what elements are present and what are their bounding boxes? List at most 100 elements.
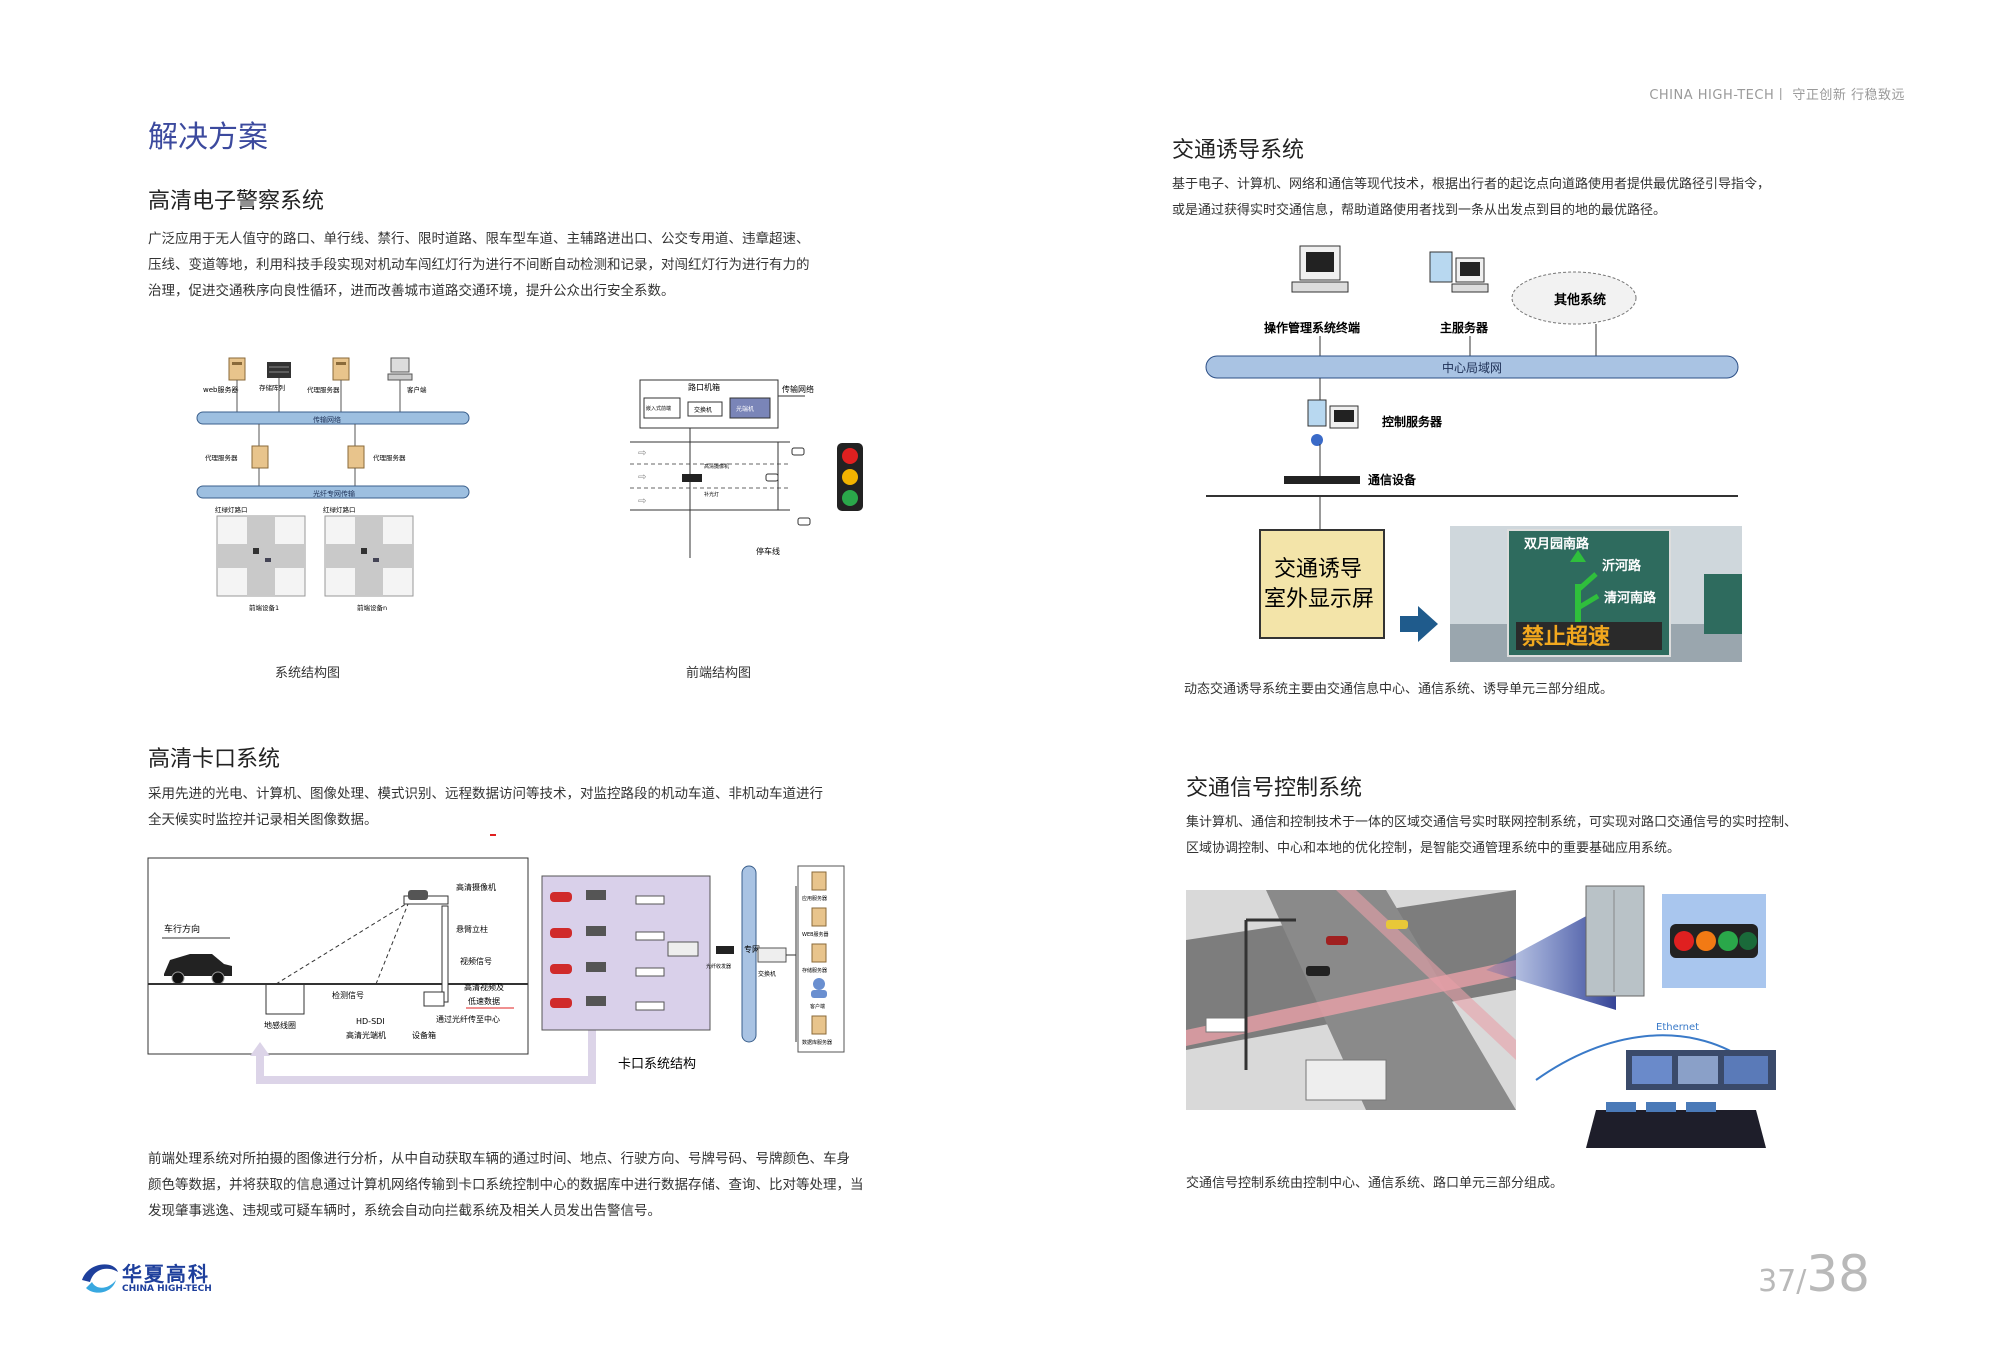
user-icon: [811, 978, 827, 998]
label-driving-direction: 车行方向: [164, 923, 200, 935]
control-console: [1586, 1110, 1766, 1148]
label-control-server: 控制服务器: [1382, 414, 1443, 429]
signal-beam: [1486, 900, 1616, 1010]
checkpoint-system-analysis: 前端处理系统对所拍摄的图像进行分析，从中自动获取车辆的通过时间、地点、行驶方向、…: [148, 1146, 938, 1224]
paragraph-line: 基于电子、计算机、网络和通信等现代技术，根据出行者的起讫点向道路使用者提供最优路…: [1172, 177, 1771, 192]
label-switch: 交换机: [694, 406, 712, 414]
switch-icon: [667, 941, 699, 957]
signal-system-description: 集计算机、通信和控制技术于一体的区域交通信号实时联网控制系统，可实现对路口交通信…: [1186, 810, 1946, 862]
label-private-net: 专网: [744, 944, 760, 954]
label-front-device-1: 前端设备1: [249, 603, 279, 612]
car-icon: [550, 964, 572, 974]
label-intersection-2: 红绿灯路口: [323, 505, 356, 514]
label-ethernet: Ethernet: [1656, 1022, 1699, 1033]
screen-line-2: 室外显示屏: [1264, 587, 1374, 612]
label-ground-loop: 地感线圈: [264, 1020, 296, 1030]
computer-icon: [387, 357, 413, 381]
page-next: 38: [1806, 1245, 1870, 1303]
label-terminal: 操作管理系统终端: [1264, 320, 1360, 335]
label-proxy-server: 代理服务器: [307, 385, 340, 394]
label-transmission-network: 传输网络: [313, 415, 341, 424]
transmission-network-pipe: [196, 411, 470, 425]
label-detection-signal: 检测信号: [332, 990, 364, 1000]
cloud-icon: [1511, 271, 1637, 325]
paragraph-line: 区域协调控制、中心和本地的优化控制，是智能交通管理系统中的重要基础应用系统。: [1186, 841, 1681, 856]
brand-tagline: CHINA HIGH-TECH丨 守正创新 行稳致远: [1649, 88, 1905, 103]
car-icon: [1306, 966, 1330, 976]
label-equipment-box: 设备箱: [412, 1030, 436, 1040]
sign-bottom-road: 清河南路: [1604, 590, 1657, 606]
label-hd-sdi: HD-SDI: [356, 1017, 385, 1026]
label-low-speed-data: 低速数据: [468, 996, 500, 1006]
car-icon: [1326, 936, 1348, 945]
logo-mark-icon: [82, 1264, 118, 1293]
page-number: 37/38: [1758, 1245, 1870, 1303]
company-logo: 华夏高科 CHINA HIGH-TECH: [78, 1258, 278, 1298]
car-icon: [765, 473, 779, 482]
label-main-server: 主服务器: [1440, 320, 1489, 335]
label-fiber-network: 光纤专网传输: [313, 489, 355, 498]
signal-control-illustration: Ethernet: [1186, 885, 1776, 1148]
label-optical: 光端机: [736, 405, 754, 413]
label-hd-video: 高清视频及: [464, 982, 504, 992]
camera-icon: [408, 890, 428, 900]
police-system-description: 广泛应用于无人值守的路口、单行线、禁行、限时道路、限车型车道、主辅路进出口、公交…: [148, 226, 928, 304]
intersection-diagram: [324, 515, 414, 597]
server-icon: [332, 357, 350, 381]
front-end-structure-diagram: 路口机箱 传输网络 嵌入式前端 交换机 光端机 ⇨ ⇨ ⇨ 高清摄像机 补光灯 …: [630, 379, 814, 558]
label-camera: 高清摄像机: [704, 463, 729, 470]
label-hd-optical: 高清光端机: [346, 1030, 386, 1040]
guidance-system-title: 交通诱导系统: [1172, 138, 1305, 163]
label-storage: 存储阵列: [259, 383, 285, 392]
server-icon: [811, 943, 827, 963]
server-icon: [251, 445, 269, 469]
label-client: 客户端: [407, 385, 427, 394]
label-proxy-2: 代理服务器: [373, 453, 406, 462]
logo-en: CHINA HIGH-TECH: [122, 1284, 212, 1294]
truck-icon: [1305, 1059, 1387, 1101]
paragraph-line: 集计算机、通信和控制技术于一体的区域交通信号实时联网控制系统，可实现对路口交通信…: [1186, 815, 1798, 830]
paragraph-line: 颜色等数据，并将获取的信息通过计算机网络传输到卡口系统控制中心的数据库中进行数据…: [148, 1177, 864, 1193]
paragraph-line: 或是通过获得实时交通信息，帮助道路使用者找到一条从出发点到目的地的最优路径。: [1172, 203, 1667, 218]
server-icon: [811, 907, 827, 927]
traffic-light-icon: [837, 443, 863, 511]
checkpoint-structure-diagram: 车行方向 高清摄像机 悬臂立柱 视频信号 检测信号 高清视频及 低速数据 地感线…: [147, 857, 845, 1084]
paragraph-line: 治理，促进交通秩序向良性循环，进而改善城市道路交通环境，提升公众出行安全系数。: [148, 283, 675, 299]
logo-cn: 华夏高科: [122, 1262, 210, 1286]
label-front-device-n: 前端设备n: [357, 603, 387, 612]
private-network-pipe: [741, 865, 757, 1043]
screen-line-1: 交通诱导: [1274, 557, 1362, 582]
label-video-signal: 视频信号: [460, 956, 492, 966]
paragraph-line: 采用先进的光电、计算机、图像处理、模式识别、远程数据访问等技术，对监控路段的机动…: [148, 786, 823, 802]
section-title: 解决方案: [148, 120, 268, 155]
paragraph-line: 前端处理系统对所拍摄的图像进行分析，从中自动获取车辆的通过时间、地点、行驶方向、…: [148, 1151, 850, 1167]
label-hd-camera: 高清摄像机: [456, 882, 496, 892]
label-via-fiber: 通过光纤传至中心: [436, 1014, 500, 1024]
paragraph-line: 发现肇事逃逸、违规或可疑车辆时，系统会自动向拦截系统及相关人员发出告警信号。: [148, 1203, 661, 1219]
server-icon: [228, 357, 246, 381]
arrow-icon: ⇨: [638, 472, 646, 483]
checkpoint-system-title: 高清卡口系统: [148, 747, 281, 772]
label-switch: 交换机: [758, 970, 776, 978]
server-icon: [811, 871, 827, 891]
switch-icon: [757, 947, 787, 963]
paragraph-line: 全天候实时监控并记录相关图像数据。: [148, 812, 378, 828]
arrow-right-icon: [1400, 606, 1438, 642]
label-fiber-transceiver: 光纤收发器: [706, 963, 731, 970]
fiber-network-pipe: [196, 485, 470, 499]
signal-system-title: 交通信号控制系统: [1186, 776, 1363, 801]
signal-cabinet: [1585, 885, 1645, 997]
label-other-systems: 其他系统: [1554, 292, 1606, 308]
server-icon: [347, 445, 365, 469]
server-icon: [1429, 251, 1489, 293]
arrow-icon: ⇨: [638, 496, 646, 507]
central-lan-pipe: [1205, 355, 1739, 379]
control-server-icon: [1307, 399, 1359, 446]
label-flash: 补光灯: [704, 491, 719, 498]
paragraph-line: 广泛应用于无人值守的路口、单行线、禁行、限时道路、限车型车道、主辅路进出口、公交…: [148, 231, 810, 247]
car-icon: [550, 998, 572, 1008]
label-pole: 悬臂立柱: [456, 924, 488, 934]
caption-front-end-structure: 前端结构图: [686, 666, 752, 681]
server-icon: [811, 1015, 827, 1035]
label-intersection-1: 红绿灯路口: [215, 505, 248, 514]
